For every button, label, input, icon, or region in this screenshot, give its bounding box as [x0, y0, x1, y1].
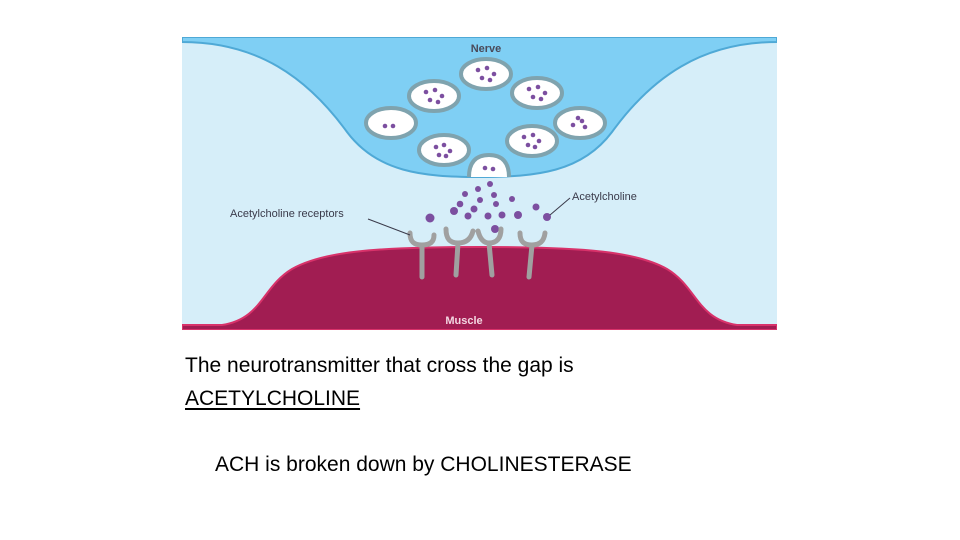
vesicle: [417, 133, 471, 167]
vesicle: [553, 106, 607, 140]
acetylcholine-molecules: [425, 181, 551, 233]
vesicle: [510, 76, 564, 110]
acetylcholine-pointer-line: [549, 197, 571, 216]
receptors-label: Acetylcholine receptors: [230, 208, 344, 220]
vesicle: [407, 79, 461, 113]
synapse-diagram: Nerve Acetylcholine Acetylcholine recept…: [182, 37, 777, 330]
caption-acetylcholine: ACETYLCHOLINE: [185, 387, 361, 410]
vesicle: [459, 57, 513, 91]
vesicle: [505, 124, 559, 158]
acetylcholine-receptors: [407, 226, 548, 280]
receptor: [407, 230, 437, 280]
caption-cholinesterase: ACH is broken down by CHOLINESTERASE: [215, 453, 632, 476]
vesicle-releasing: [467, 152, 511, 178]
nerve-label: Nerve: [471, 43, 502, 55]
receptor: [517, 230, 548, 280]
vesicles: [364, 57, 607, 178]
vesicle: [364, 106, 418, 140]
synapse-svg: Nerve Acetylcholine Acetylcholine recept…: [182, 37, 777, 330]
receptor: [475, 226, 504, 278]
receptor: [443, 226, 476, 278]
acetylcholine-label: Acetylcholine: [572, 191, 637, 203]
muscle-label: Muscle: [445, 315, 482, 327]
caption-line-1: The neurotransmitter that cross the gap …: [185, 354, 574, 377]
receptor-pointer-line: [367, 218, 411, 236]
